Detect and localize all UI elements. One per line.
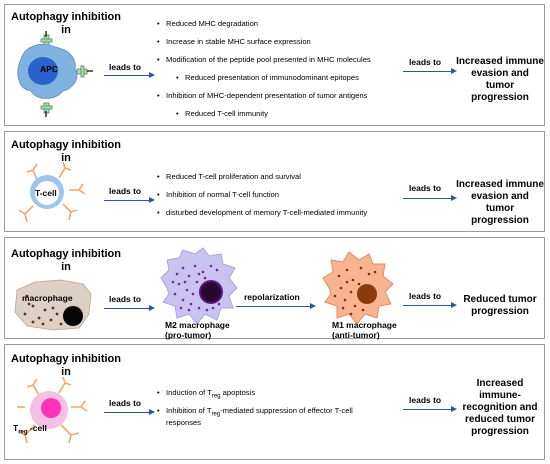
bullet: Increase in stable MHC surface expressio… bbox=[157, 37, 311, 47]
cell-label: T-cell bbox=[35, 188, 57, 198]
bullet: Modification of the peptide pool present… bbox=[157, 55, 371, 65]
macrophage-illustration bbox=[14, 279, 92, 331]
cell-label: macrophage bbox=[22, 293, 73, 303]
leads-to-label: leads to bbox=[409, 57, 442, 67]
arrow bbox=[104, 409, 155, 415]
arrow bbox=[403, 406, 457, 412]
bullet: Inhibition of Treg-mediated suppression … bbox=[157, 406, 353, 420]
leads-to-label: leads to bbox=[109, 398, 142, 408]
leads-to-label: leads to bbox=[409, 395, 442, 405]
bullet-continuation: responses bbox=[166, 418, 202, 427]
arrow bbox=[403, 302, 457, 308]
arrow bbox=[104, 72, 155, 78]
cell-label: Treg -cell bbox=[13, 423, 47, 436]
apc-cell-illustration bbox=[17, 31, 93, 117]
m2-macrophage-illustration bbox=[160, 247, 238, 325]
arrow bbox=[403, 195, 457, 201]
m1-caption: M1 macrophage(anti-tumor) bbox=[332, 320, 397, 340]
cell-label: APC bbox=[40, 64, 58, 74]
bullet: Inhibition of MHC-dependent presentation… bbox=[157, 91, 367, 101]
treg-cell-illustration bbox=[17, 376, 88, 444]
arrow bbox=[104, 197, 155, 203]
m1-macrophage-illustration bbox=[322, 251, 394, 325]
receptor-icon bbox=[40, 34, 88, 114]
tcell-illustration bbox=[18, 161, 86, 223]
leads-to-label: leads to bbox=[409, 183, 442, 193]
arrow bbox=[403, 68, 457, 74]
leads-to-label: leads to bbox=[409, 291, 442, 301]
arrow bbox=[236, 303, 316, 309]
receptor-icon bbox=[18, 161, 86, 223]
bullet: Induction of Treg apoptosis bbox=[157, 388, 255, 402]
bullet: Inhibition of normal T-cell function bbox=[157, 190, 279, 200]
bullet: disturbed development of memory T-cell-m… bbox=[157, 208, 367, 218]
m2-body bbox=[160, 247, 238, 325]
bullet: Reduced T-cell proliferation and surviva… bbox=[157, 172, 301, 182]
m2-nucleus bbox=[199, 280, 223, 304]
bullet: Reduced MHC degradation bbox=[157, 19, 258, 29]
repolarization-label: repolarization bbox=[244, 292, 300, 302]
leads-to-label: leads to bbox=[109, 294, 142, 304]
m1-nucleus bbox=[357, 284, 377, 304]
m1-body bbox=[322, 251, 394, 325]
arrow bbox=[104, 305, 155, 311]
macrophage-nucleus bbox=[63, 306, 83, 326]
leads-to-label: leads to bbox=[109, 186, 142, 196]
receptor-icon bbox=[17, 376, 88, 444]
bullet-sub: Reduced T-cell immunity bbox=[176, 109, 268, 119]
leads-to-label: leads to bbox=[109, 62, 142, 72]
treg-nucleus bbox=[41, 398, 61, 418]
m2-caption: M2 macrophage(pro-tumor) bbox=[165, 320, 230, 340]
apc-nucleus bbox=[28, 57, 58, 85]
bullet-sub: Reduced presentation of immunodominant e… bbox=[176, 73, 359, 83]
